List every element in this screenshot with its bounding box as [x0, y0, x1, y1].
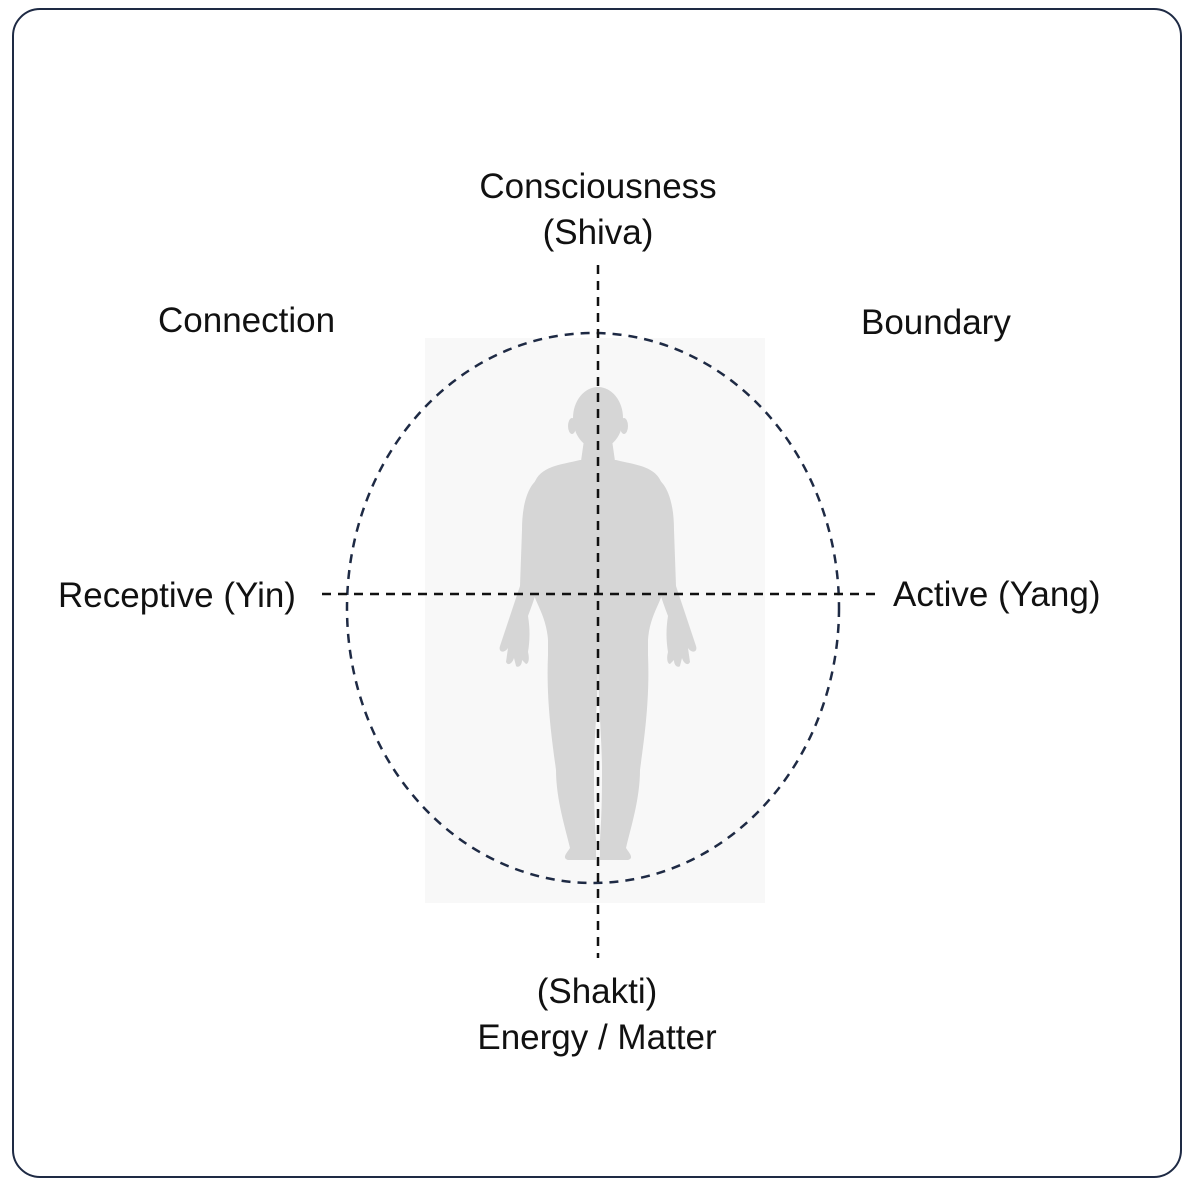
left-axis-label: Receptive (Yin) — [58, 576, 296, 615]
top-axis-label-line1: Consciousness — [479, 167, 717, 206]
upper-right-quadrant-label: Boundary — [861, 303, 1011, 342]
bottom-axis-label-line1: (Shakti) — [536, 972, 658, 1011]
energy-field-ellipse — [345, 331, 841, 885]
top-axis-label-line2: (Shiva) — [542, 213, 654, 252]
human-silhouette-icon — [499, 387, 697, 860]
right-axis-label: Active (Yang) — [893, 575, 1101, 614]
upper-left-quadrant-label: Connection — [158, 301, 336, 340]
top-axis-label: Consciousness (Shiva) — [479, 164, 716, 256]
bottom-axis-label: (Shakti) Energy / Matter — [477, 969, 716, 1061]
bottom-axis-label-line2: Energy / Matter — [477, 1018, 717, 1057]
